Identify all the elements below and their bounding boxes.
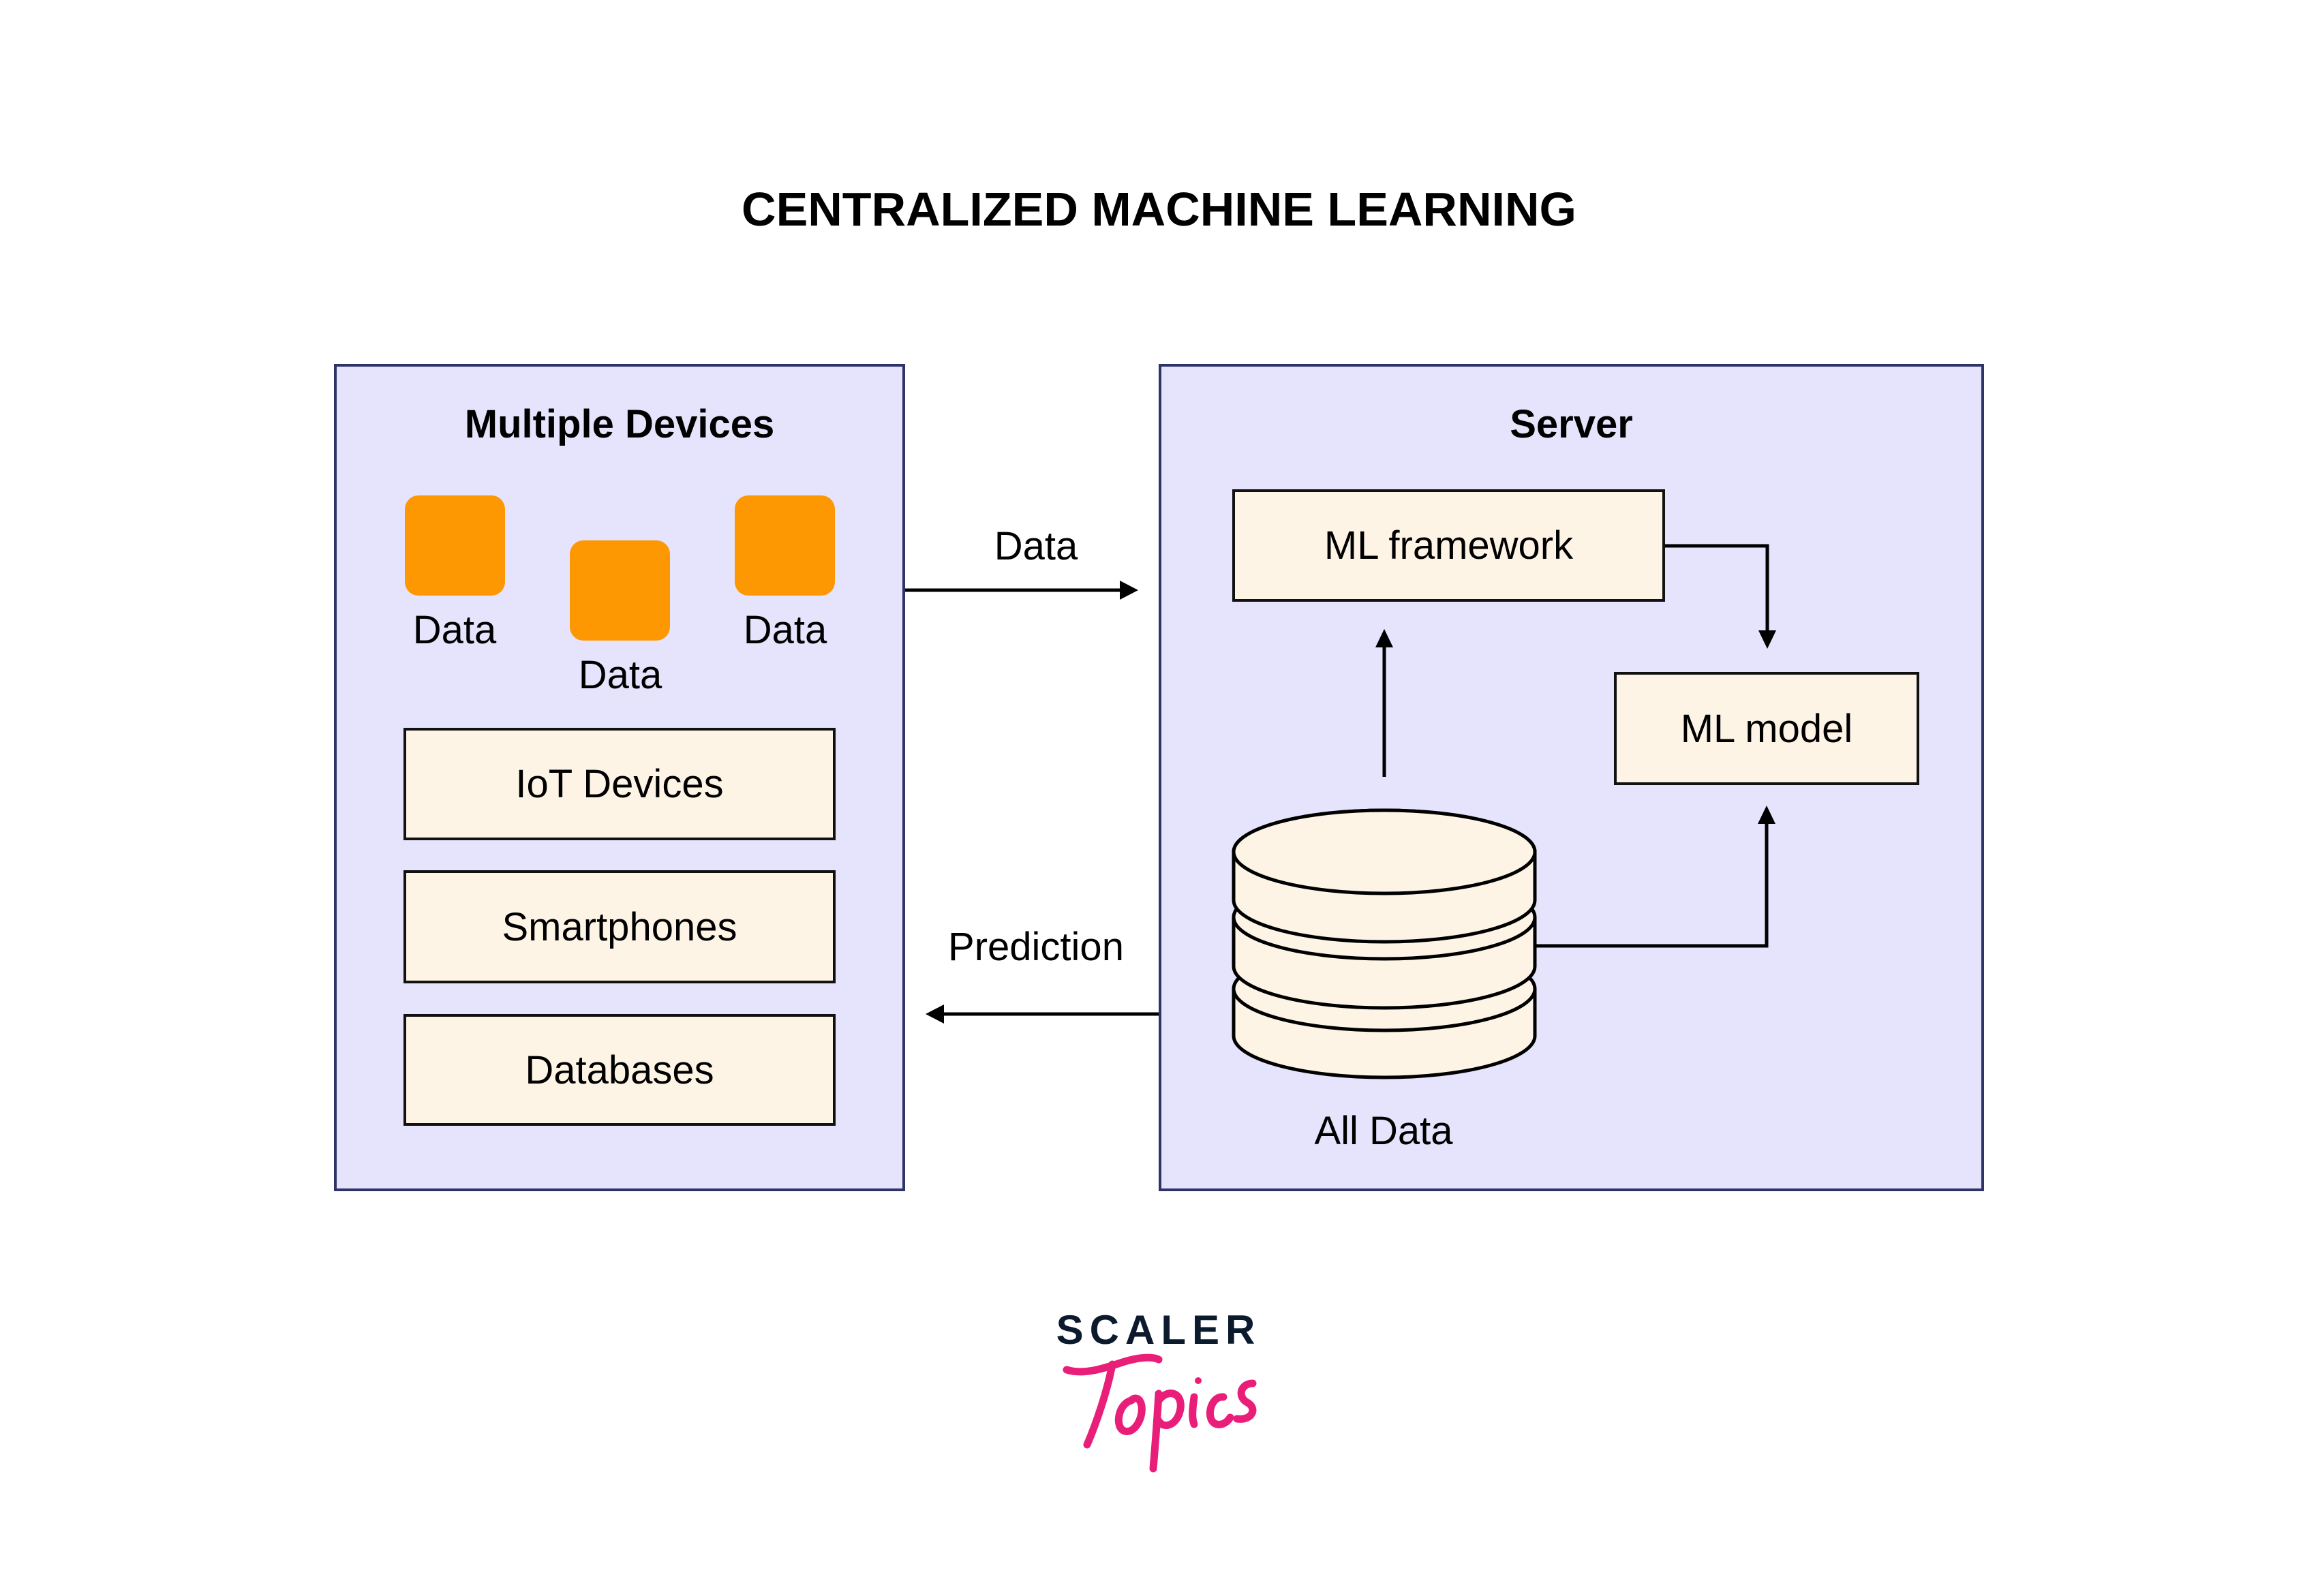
prediction-flow-label: Prediction [948, 925, 1124, 969]
ml-framework-box: ML framework [1232, 489, 1665, 602]
data-flow-arrow [905, 581, 1138, 600]
data-block-3 [735, 495, 835, 596]
devices-panel-title: Multiple Devices [464, 402, 775, 446]
data-block-1 [405, 495, 505, 596]
all-data-label: All Data [1314, 1109, 1453, 1153]
server-panel-title: Server [1510, 402, 1633, 446]
data-flow-label: Data [994, 524, 1078, 568]
diagram-title: CENTRALIZED MACHINE LEARNING [742, 183, 1576, 236]
topics-script-logo-icon [1063, 1353, 1257, 1473]
prediction-flow-arrow [926, 1004, 1159, 1024]
data-block-2-label: Data [578, 653, 662, 697]
arrowhead-left-icon [926, 1004, 944, 1024]
arrowhead-right-icon [1120, 581, 1138, 600]
scaler-logo-text: SCALER [1056, 1307, 1262, 1353]
data-block-3-label: Data [743, 608, 827, 652]
source-iot-devices: IoT Devices [403, 728, 836, 840]
source-databases: Databases [403, 1014, 836, 1126]
data-block-2 [570, 540, 670, 641]
data-block-1-label: Data [412, 608, 497, 652]
ml-model-box: ML model [1614, 672, 1919, 785]
source-smartphones: Smartphones [403, 870, 836, 983]
